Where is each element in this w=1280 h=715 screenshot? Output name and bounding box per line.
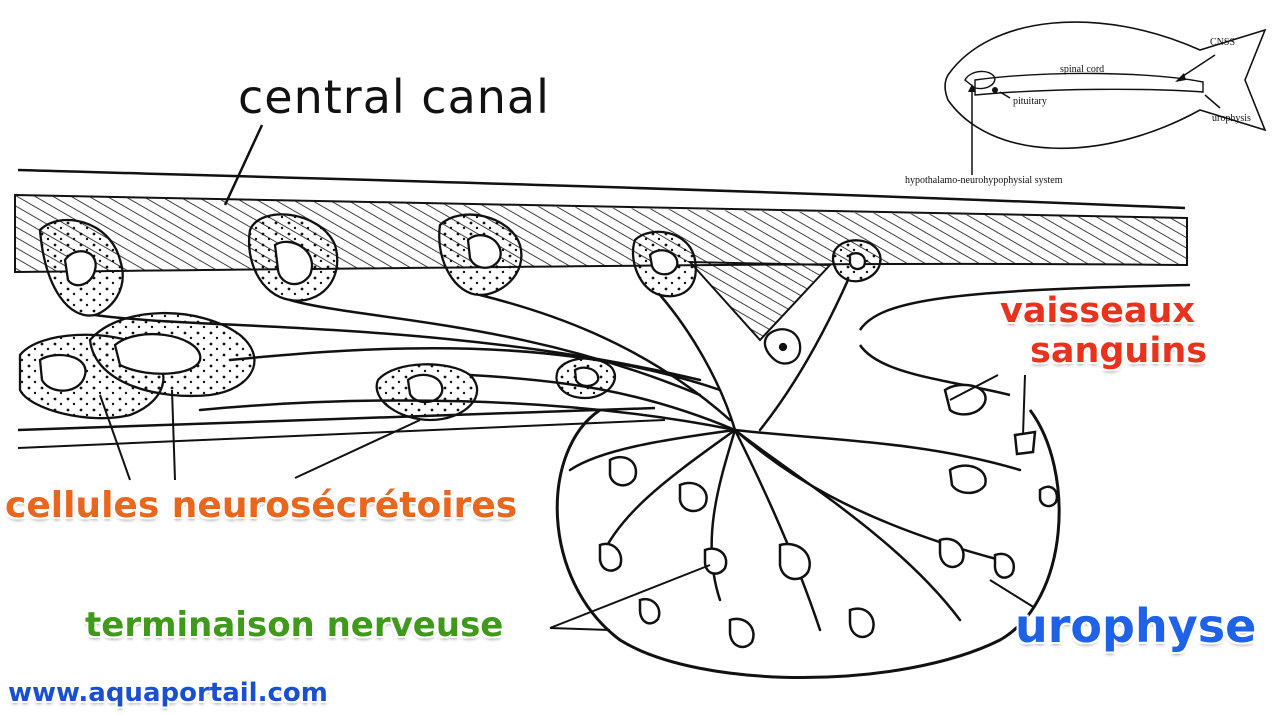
urophyse-label: urophyse	[1015, 599, 1257, 653]
blood-vessels	[598, 383, 1059, 649]
urophysis-body	[555, 408, 1061, 679]
vaisseaux-label: vaisseaux	[1000, 291, 1195, 331]
inset-label-spinal-cord: spinal cord	[1060, 64, 1104, 75]
spinal-cord-outline	[17, 168, 1186, 210]
central-canal-pointer	[223, 124, 264, 206]
terminaison-nerveuse-label: terminaison nerveuse	[85, 605, 504, 645]
spinal-cord-lower-line	[17, 406, 656, 432]
hatched-ependymal-layer	[14, 193, 1188, 274]
inset-label-cnss: CNSS	[1210, 37, 1235, 48]
blood-vessel-loop	[858, 283, 1191, 397]
sanguins-label: sanguins	[1030, 331, 1208, 371]
fish-outline	[944, 21, 1267, 150]
inset-label-system: hypothalamo-neurohypophysial system	[905, 175, 1063, 186]
cellules-neurosecretoires-label: cellules neurosécrétoires	[5, 485, 518, 526]
inset-label-pituitary: pituitary	[1013, 96, 1047, 107]
neurosecretory-cells	[18, 213, 882, 422]
inset-fish-diagram: CNSS spinal cord pituitary urophysis hyp…	[905, 21, 1267, 186]
central-canal-label: central canal	[238, 70, 550, 124]
website-label: www.aquaportail.com	[8, 678, 328, 708]
label-pointer-lines	[99, 374, 1036, 631]
inset-label-urophysis: urophysis	[1212, 113, 1251, 124]
